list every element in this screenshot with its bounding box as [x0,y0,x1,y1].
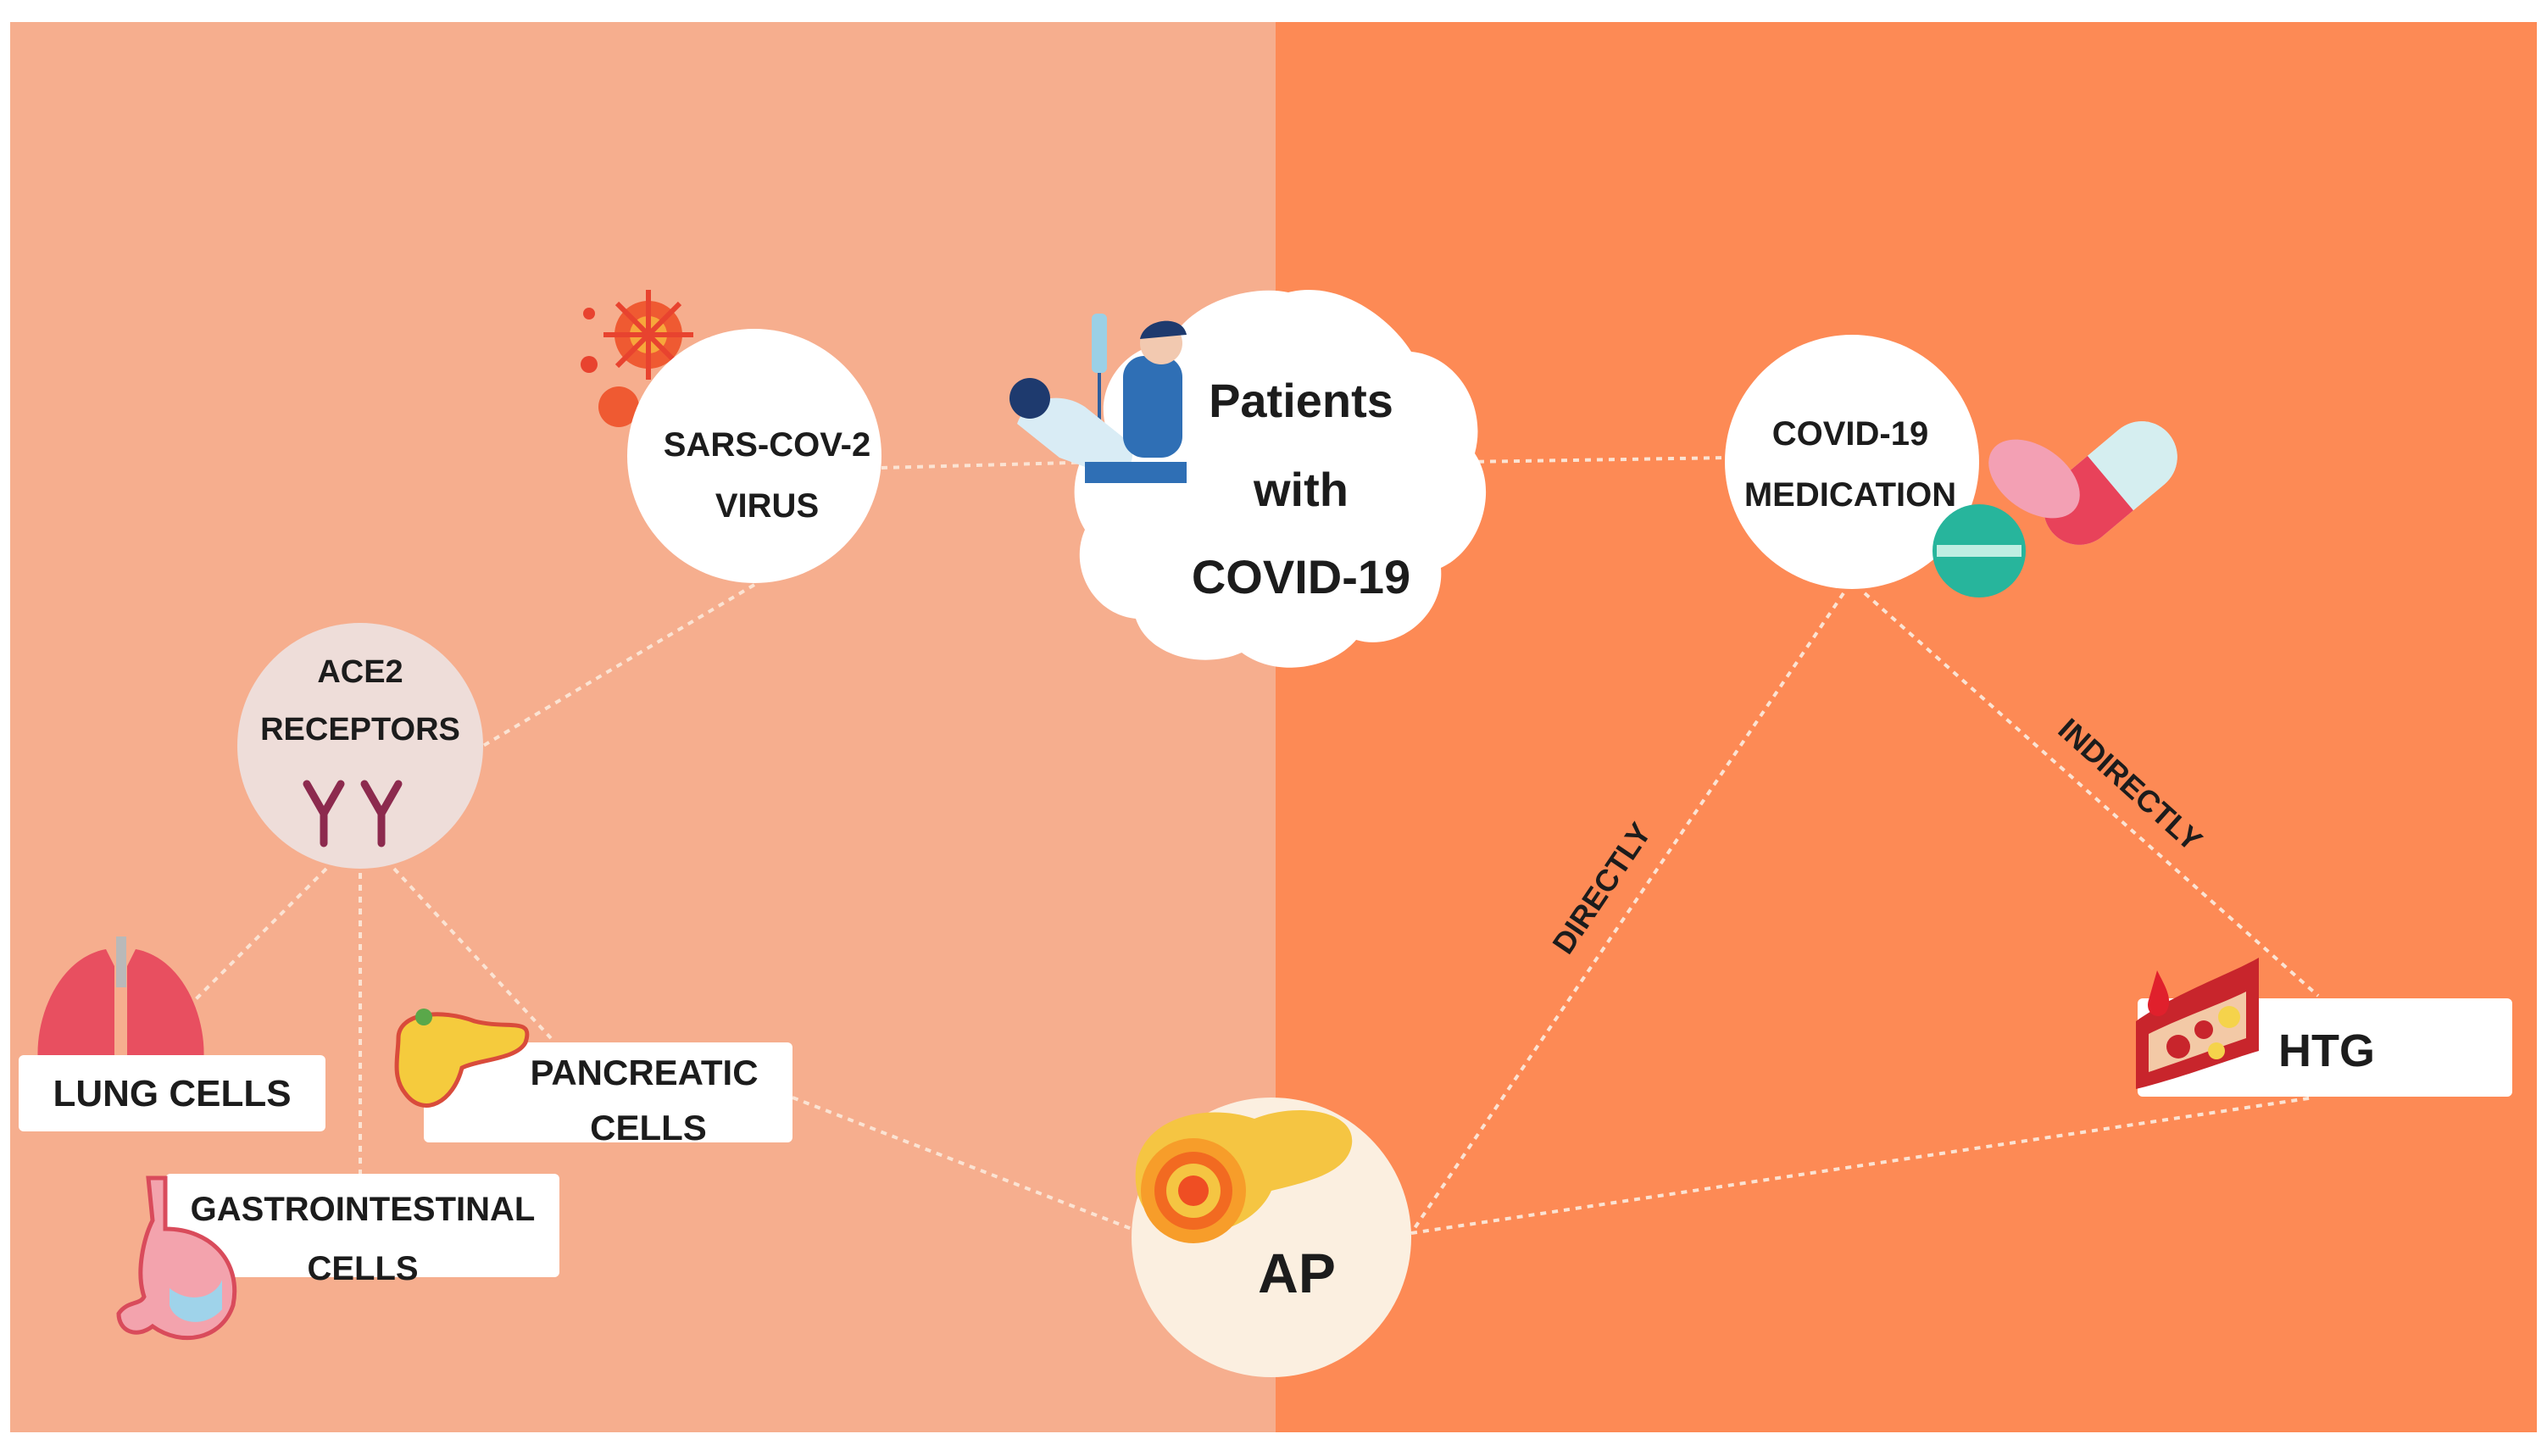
blood-vessel-icon [2136,958,2259,1089]
node-patients-line2: with [1253,463,1349,516]
node-lung-label: LUNG CELLS [53,1073,291,1114]
node-gastro-line1: GASTROINTESTINAL [191,1191,536,1228]
edge-virus-patients [881,460,1103,470]
node-virus-line1: SARS-COV-2 [664,426,871,464]
antibody-receptor-icon [303,780,403,847]
node-medication-line2: MEDICATION [1744,476,1956,514]
edge-virus-ace2 [481,583,756,747]
node-gastro-line2: CELLS [307,1250,418,1287]
pancreas-icon [394,1009,530,1108]
node-ap-label: AP [1258,1242,1336,1304]
patient-care-icon [1009,314,1187,483]
node-pancreatic-line2: CELLS [590,1108,707,1148]
node-ace2: ACE2 RECEPTORS [237,623,483,869]
node-htg-label: HTG [2278,1025,2375,1076]
edge-medication-ap-directly [1410,592,1845,1235]
node-pancreatic: PANCREATIC CELLS [424,1042,792,1148]
node-ap: AP [1132,1098,1411,1377]
edge-ace2-lung [185,867,328,1010]
node-lung: LUNG CELLS [19,1055,325,1131]
lungs-icon [37,936,204,1064]
node-medication: COVID-19 MEDICATION [1725,335,1979,589]
node-ace2-line2: RECEPTORS [260,712,460,747]
node-virus-line2: VIRUS [715,487,819,525]
pills-icon [1932,421,2177,597]
edge-patients-medication [1465,456,1730,464]
connectors [185,456,2320,1235]
edge-ace2-pancreatic [392,867,553,1040]
node-patients-line1: Patients [1209,374,1393,427]
right-panel [1276,22,2537,1432]
node-patients-line3: COVID-19 [1192,550,1410,603]
edge-pancreatic-ap [792,1096,1132,1231]
edge-ap-htg [1410,1096,2315,1235]
node-pancreatic-line1: PANCREATIC [530,1053,758,1092]
node-medication-line1: COVID-19 [1772,415,1929,453]
node-ace2-line1: ACE2 [317,654,403,690]
inflamed-pancreas-icon [1135,1110,1353,1243]
node-gastro: GASTROINTESTINAL CELLS [165,1174,559,1287]
stomach-icon [116,1175,237,1341]
node-virus: SARS-COV-2 VIRUS [627,329,881,583]
